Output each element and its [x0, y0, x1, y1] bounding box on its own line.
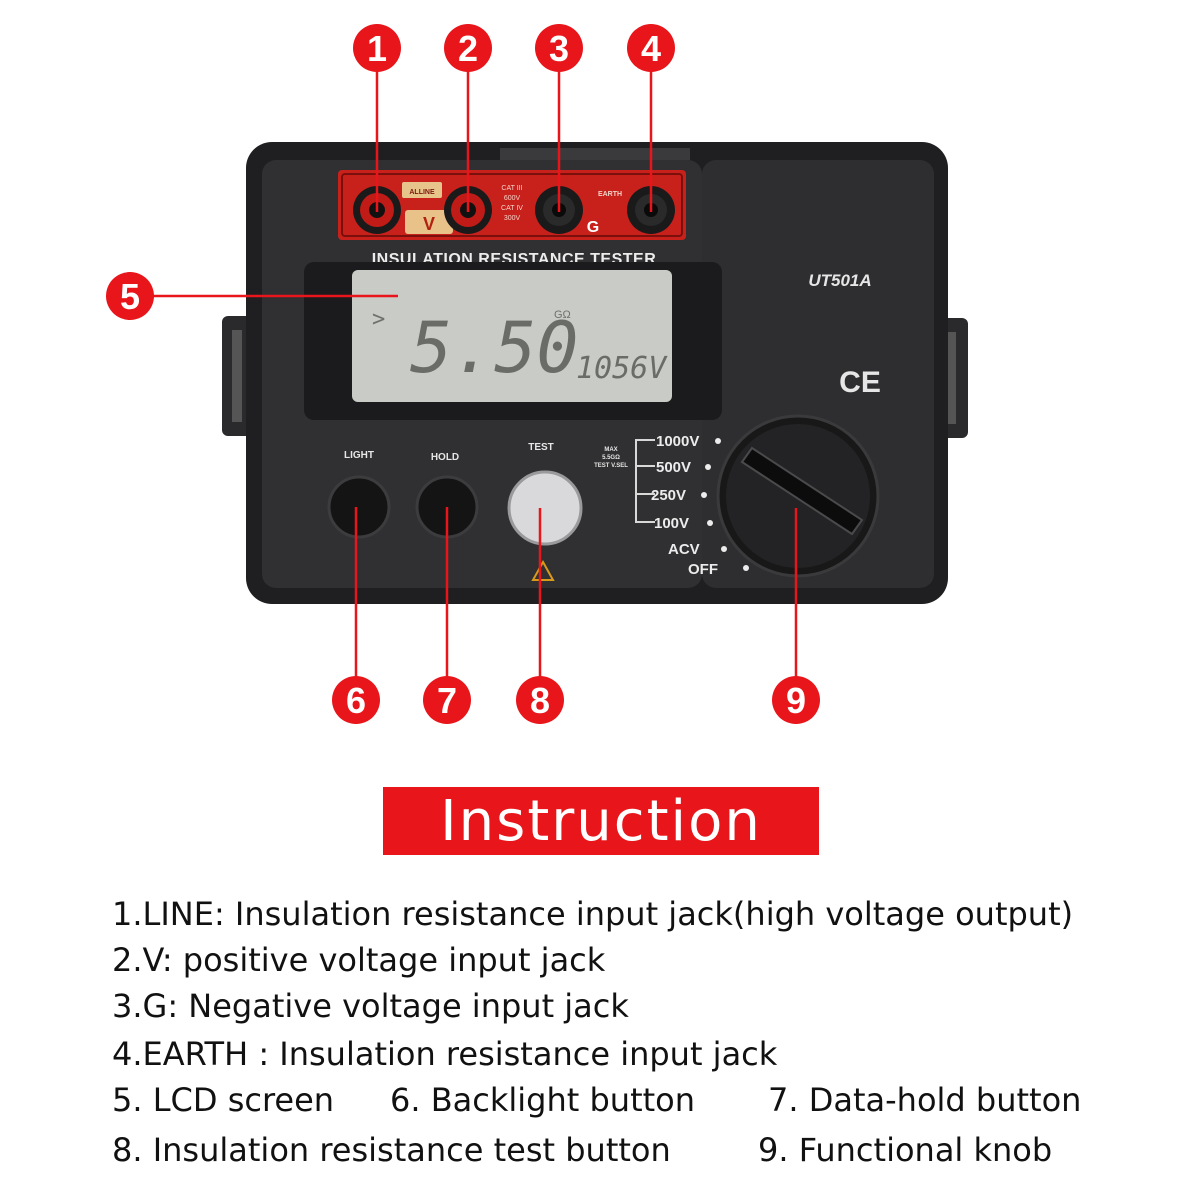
lcd-indicator: > [372, 307, 385, 332]
warning-line-4: 300V [504, 215, 521, 222]
callout-6 [332, 676, 380, 724]
callout-2-number: 2 [458, 28, 478, 69]
callout-5 [106, 272, 154, 320]
callout-4-number: 4 [641, 28, 661, 69]
light-button[interactable] [327, 475, 391, 539]
lcd-voltage: 1056V [576, 351, 668, 386]
lcd-unit: GΩ [554, 309, 571, 321]
callout-7 [423, 676, 471, 724]
left-handle-slot [232, 330, 242, 422]
callout-3-number: 3 [549, 28, 569, 69]
callout-1-number: 1 [367, 28, 387, 69]
warning-line-2: 600V [504, 195, 521, 202]
callout-8 [516, 676, 564, 724]
warning-line-3: CAT IV [501, 205, 523, 212]
function-knob[interactable] [716, 414, 880, 578]
instruction-item-6: 6. Backlight button [390, 1081, 696, 1119]
callout-5-number: 5 [120, 276, 140, 317]
lcd-main-value: 5.50 [410, 307, 579, 389]
instruction-heading: Instruction [440, 788, 762, 854]
dial-position-dots [701, 438, 749, 571]
right-handle-slot [946, 332, 956, 424]
dial-position-1000v: 1000V [656, 433, 699, 450]
max-note-line-2: 5.5GΩ [602, 455, 620, 461]
light-button-label: LIGHT [344, 450, 374, 461]
max-note-line-1: MAX [604, 447, 617, 453]
warning-line-1: CAT III [501, 185, 522, 192]
dial-position-off: OFF [688, 561, 718, 578]
jack-warning-text: CAT III 600V CAT IV 300V [501, 185, 523, 222]
lcd-screen [352, 270, 672, 402]
dial-position-500v: 500V [656, 459, 691, 476]
instruction-item-9: 9. Functional knob [758, 1131, 1053, 1169]
instruction-item-1: 1.LINE: Insulation resistance input jack… [112, 895, 1074, 933]
max-note: MAX 5.5GΩ TEST V.SEL [594, 447, 628, 469]
callout-6-number: 6 [346, 680, 366, 721]
g-jack-label: G [587, 219, 599, 236]
instruction-banner: Instruction [383, 787, 819, 855]
dial-scale-bracket [635, 439, 655, 523]
callout-3 [535, 24, 583, 72]
earth-jack-label: EARTH [598, 191, 622, 198]
callout-8-number: 8 [530, 680, 550, 721]
test-button-label: TEST [528, 442, 554, 453]
callout-9-number: 9 [786, 680, 806, 721]
instruction-item-3: 3.G: Negative voltage input jack [112, 987, 629, 1025]
v-jack-label: V [423, 214, 435, 234]
ce-mark: CE [839, 366, 881, 399]
hold-button-label: HOLD [431, 452, 459, 463]
model-label: UT501A [808, 271, 871, 290]
callout-1 [353, 24, 401, 72]
instruction-item-4: 4.EARTH : Insulation resistance input ja… [112, 1035, 778, 1073]
dial-position-250v: 250V [651, 487, 686, 504]
top-lip [500, 148, 690, 160]
dial-position-100v: 100V [654, 515, 689, 532]
line-jack-label: ALLINE [409, 189, 435, 196]
jack-panel-border [341, 173, 683, 237]
instruction-item-2: 2.V: positive voltage input jack [112, 941, 606, 979]
test-button[interactable] [507, 470, 583, 546]
callout-lines [152, 70, 798, 680]
instruction-item-8: 8. Insulation resistance test button [112, 1131, 671, 1169]
instruction-item-7: 7. Data-hold button [768, 1081, 1082, 1119]
instruction-item-5: 5. LCD screen [112, 1081, 335, 1119]
callout-9 [772, 676, 820, 724]
dial-scale-labels: 1000V 500V 250V 100V ACV OFF [651, 433, 718, 578]
callout-4 [627, 24, 675, 72]
callout-7-number: 7 [437, 680, 457, 721]
v-label-plate [405, 210, 453, 234]
knob-pointer [740, 446, 864, 536]
callout-markers: 1 2 3 4 5 6 7 8 9 [106, 24, 820, 724]
warning-icon [531, 559, 555, 581]
dial-position-acv: ACV [668, 541, 700, 558]
line-label-plate [402, 182, 442, 198]
max-note-line-3: TEST V.SEL [594, 463, 628, 469]
callout-2 [444, 24, 492, 72]
tester-illustration: ALLINE V CAT III 600V CAT IV 300V EARTH … [106, 24, 968, 724]
